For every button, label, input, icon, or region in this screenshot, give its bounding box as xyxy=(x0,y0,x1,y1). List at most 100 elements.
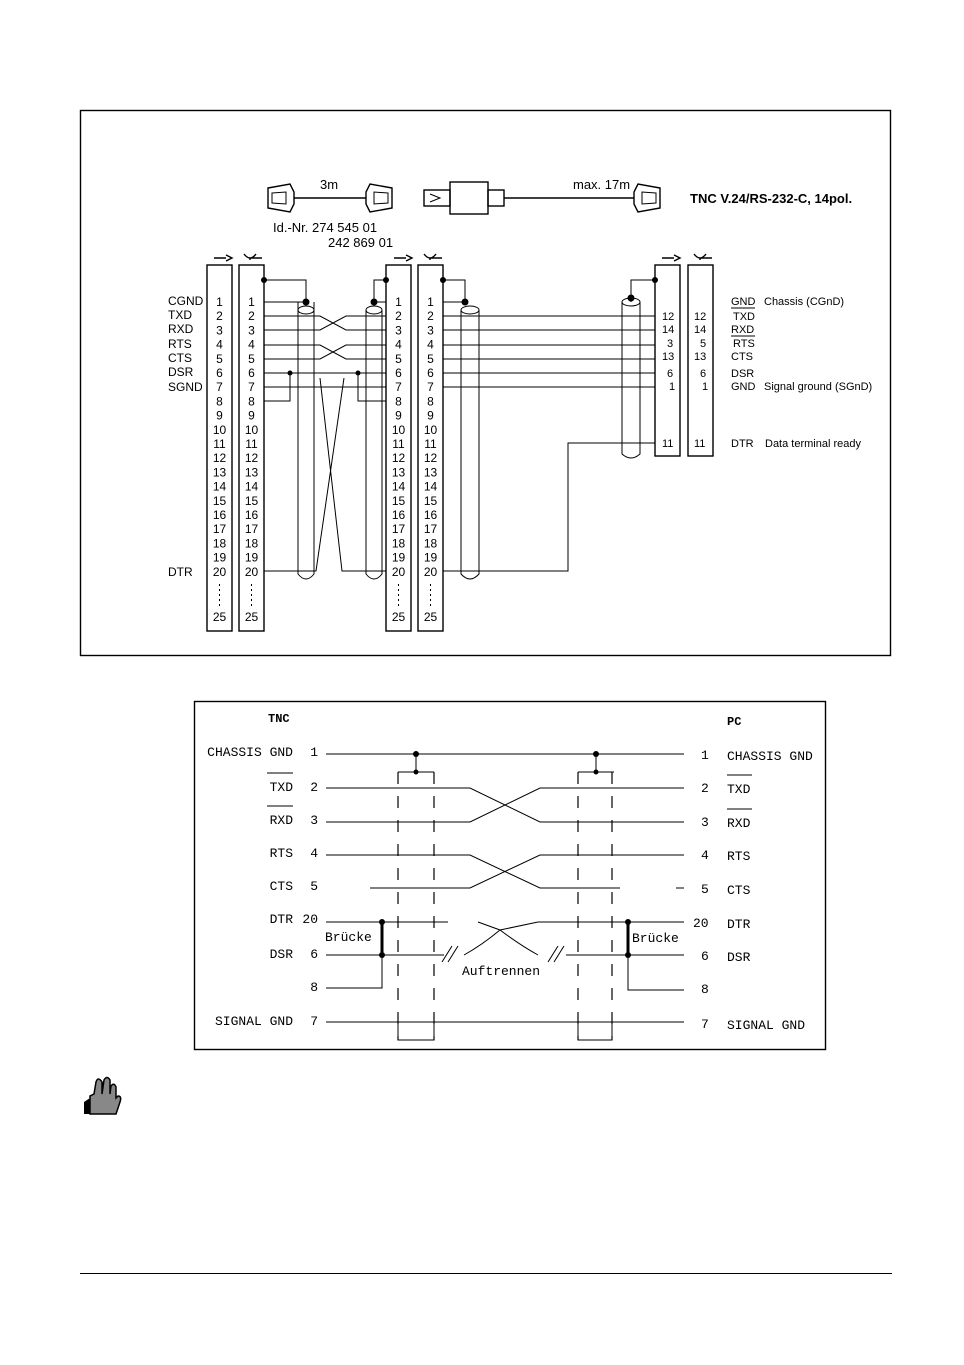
connector-col-5 xyxy=(654,264,681,457)
long-cable-length: max. 17m xyxy=(573,177,630,192)
pin-number: 15 xyxy=(245,494,259,508)
top-diagram-frame xyxy=(79,109,892,657)
pin-number-last: 25 xyxy=(424,610,438,624)
footer-rule xyxy=(80,1273,892,1274)
pin-number: 5 xyxy=(216,352,223,366)
pc-pin: 1 xyxy=(701,748,709,763)
pin-number: 15 xyxy=(392,494,406,508)
pin-number: 14 xyxy=(424,480,438,494)
bridge-right-label: Brücke xyxy=(632,931,679,946)
pin-number: 1 xyxy=(216,295,223,309)
pin-number: 12 xyxy=(213,451,227,465)
long-cable-icon xyxy=(423,181,661,215)
pin-label: 11 xyxy=(662,438,673,450)
pc-signal-label: DTR xyxy=(727,917,751,932)
right-signal-desc: Signal ground (SGnD) xyxy=(764,381,872,393)
pin-number: 14 xyxy=(392,480,406,494)
pin-number: 15 xyxy=(213,494,227,508)
right-signal-label: CTS xyxy=(731,351,753,363)
pin-number: 16 xyxy=(245,508,259,522)
left-signal-dtr: DTR xyxy=(168,565,193,579)
id-number-2: 242 869 01 xyxy=(328,235,393,250)
tnc-pin: 1 xyxy=(310,745,318,760)
tnc-signal-label: RXD xyxy=(270,813,294,828)
pin-number: 14 xyxy=(245,480,259,494)
pin-number: 6 xyxy=(248,366,255,380)
pin-number: 3 xyxy=(216,323,223,337)
pin-label: 1 xyxy=(669,381,675,393)
right-signal-dtr-desc: Data terminal ready xyxy=(765,438,861,450)
tnc-pin: 7 xyxy=(310,1014,318,1029)
pin-number: 20 xyxy=(245,565,259,579)
pin-number: 5 xyxy=(427,352,434,366)
pin-number: 6 xyxy=(427,366,434,380)
pin-number: 7 xyxy=(248,380,255,394)
pin-number: 18 xyxy=(245,536,259,550)
pc-signal-label: RTS xyxy=(727,849,751,864)
pc-pin: 4 xyxy=(701,848,709,863)
pin-number-last: 25 xyxy=(245,610,259,624)
pin-number: 9 xyxy=(216,409,223,423)
connector-col-3 xyxy=(385,264,412,632)
short-cable-icon xyxy=(267,183,393,213)
pin-label: 12 xyxy=(694,311,706,323)
tnc-pin: 8 xyxy=(310,980,318,995)
pin-number: 11 xyxy=(392,437,405,451)
pin-number: 4 xyxy=(395,338,402,352)
short-cable-length: 3m xyxy=(320,177,338,192)
pin-number: 7 xyxy=(216,380,223,394)
pin-number: 5 xyxy=(248,352,255,366)
top-wiring xyxy=(261,277,658,580)
pin-number: 12 xyxy=(245,451,259,465)
top-diagram: 3m Id.-Nr. 274 545 01 242 869 01 max. 17… xyxy=(79,109,892,657)
right-signal-dtr: DTR xyxy=(731,438,754,450)
pin-number: 6 xyxy=(216,366,223,380)
pin-number: 1 xyxy=(395,295,402,309)
right-signal-label: GND xyxy=(731,296,756,308)
pin-label: 13 xyxy=(694,351,706,363)
cut-label: Auftrennen xyxy=(462,964,540,979)
right-signal-label: TXD xyxy=(733,311,755,323)
pin-number: 18 xyxy=(392,536,406,550)
pin-number: 16 xyxy=(213,508,227,522)
pin-label: 12 xyxy=(662,311,674,323)
pin-number: 6 xyxy=(395,366,402,380)
pin-number: 2 xyxy=(216,309,223,323)
pin-number: 17 xyxy=(213,522,227,536)
pin-number: 3 xyxy=(427,323,434,337)
pin-number: 8 xyxy=(216,394,223,408)
left-signal-label: RTS xyxy=(168,337,192,351)
pc-signal-label: SIGNAL GND xyxy=(727,1018,805,1033)
pin-number: 18 xyxy=(424,536,438,550)
pointing-hand-icon xyxy=(84,1076,122,1115)
pc-pin: 8 xyxy=(701,982,709,997)
pin-number: 13 xyxy=(213,465,227,479)
pin-number: 5 xyxy=(395,352,402,366)
pin-numbers: 1234567891011121314151617181920251234567… xyxy=(213,295,438,624)
tnc-pin: 3 xyxy=(310,813,318,828)
pin-number: 7 xyxy=(427,380,434,394)
right-signal-desc: Chassis (CGnD) xyxy=(764,296,844,308)
pin-number: 16 xyxy=(424,508,438,522)
pin-number: 9 xyxy=(248,409,255,423)
right-signal-label: GND xyxy=(731,381,756,393)
pin-label: 3 xyxy=(667,338,673,350)
pin-number: 18 xyxy=(213,536,227,550)
connector-col-6 xyxy=(687,264,714,457)
pin-number: 11 xyxy=(213,437,226,451)
id-number-1: Id.-Nr. 274 545 01 xyxy=(273,220,377,235)
pin-label: 5 xyxy=(700,338,706,350)
pc-pin: 2 xyxy=(701,781,709,796)
bridge-left-label: Brücke xyxy=(325,930,372,945)
pin-number: 13 xyxy=(424,465,438,479)
tnc-pin: 5 xyxy=(310,879,318,894)
right-signal-label: RTS xyxy=(733,338,755,350)
pin-number: 4 xyxy=(248,338,255,352)
pin-number: 17 xyxy=(245,522,259,536)
tnc-pin: 4 xyxy=(310,846,318,861)
left-signal-label: RXD xyxy=(168,322,194,336)
pc-signal-label: DSR xyxy=(727,950,751,965)
pin-number: 12 xyxy=(424,451,438,465)
pin-number: 4 xyxy=(427,338,434,352)
